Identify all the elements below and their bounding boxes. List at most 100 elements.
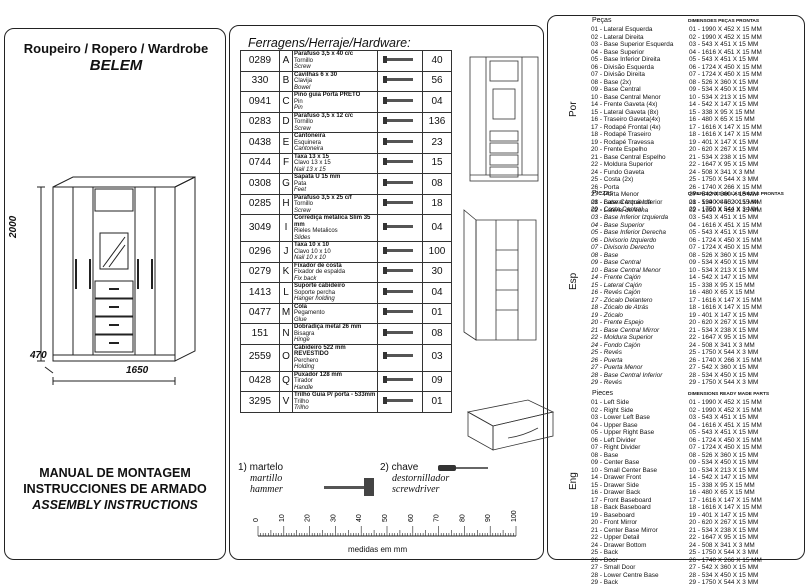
hardware-qty: 100 (422, 241, 452, 263)
ruler-tick-label: 90 (485, 514, 492, 522)
part-dimension: 25 - 1750 X 544 X 3 MM (689, 349, 759, 356)
hardware-letter: J (279, 241, 293, 263)
hardware-d3: Glue (294, 316, 307, 323)
glue-icon (377, 302, 423, 324)
part-name: 26 - Porta (591, 183, 620, 191)
hardware-d3: Cantoneira (294, 146, 324, 152)
hardware-d3: Nail 13 x 15 (294, 166, 326, 173)
part-name: 20 - Frente Espejo (591, 319, 644, 326)
part-dimension: 02 - 1990 X 452 X 15 MM (689, 406, 762, 414)
part-name: 17 - Zócalo Delantero (591, 296, 653, 304)
part-dimension: 21 - 534 X 238 X 15 MM (689, 153, 759, 161)
part-dimension: 09 - 534 X 450 X 15 MM (689, 86, 759, 93)
pin-icon (377, 91, 423, 113)
part-name: 29 - Costa Central (591, 206, 643, 213)
part-name: 06 - Divisão Esquerda (591, 63, 654, 71)
hammer-label: 1) martelo martillo hammer (238, 462, 283, 495)
hardware-letter: K (279, 261, 293, 283)
part-dimension: 06 - 1724 X 450 X 15 MM (689, 236, 762, 244)
hardware-code: 0438 (240, 132, 280, 154)
hardware-qty: 01 (422, 391, 452, 413)
part-dimension: 08 - 526 X 360 X 15 MM (689, 78, 759, 86)
width-dimension: 1650 (126, 365, 149, 376)
part-name: 05 - Base Inferior Direita (591, 56, 661, 63)
language-label: Por (568, 101, 579, 117)
hardware-d2: Pin (294, 98, 303, 105)
part-dimension: 15 - 338 X 95 X 15 MM (689, 281, 755, 289)
parts-row: 06 - Divisão Esquerda 06 - 1724 X 450 X 1… (591, 64, 799, 72)
part-name: 16 - Drawer Back (591, 489, 641, 496)
part-name: 04 - Upper Base (591, 421, 638, 429)
hardware-code: 0428 (240, 370, 280, 392)
hardware-d2: Tirador (294, 378, 313, 384)
ruler-tick-label: 100 (511, 510, 518, 522)
part-name: 03 - Base Inferior Izquierda (591, 214, 669, 221)
part-dimension: 29 - 1750 X 544 X 3 MM (689, 579, 759, 586)
hammer-label-en: hammer (250, 484, 283, 495)
hardware-d2: Perchero (294, 357, 319, 364)
part-dimension: 20 - 620 X 267 X 15 MM (689, 319, 759, 326)
parts-row: 20 - Frente Espejo 20 - 620 X 267 X 15 MM (591, 319, 799, 327)
part-name: 21 - Base Central Mirror (591, 326, 660, 334)
ruler-label: medidas em mm (348, 545, 408, 554)
part-dimension: 19 - 401 X 147 X 15 MM (689, 138, 759, 146)
part-name: 05 - Base Inferior Derecha (591, 229, 666, 236)
screwdriver-label-es: destornillador (392, 473, 450, 484)
hardware-d3: Screw (294, 207, 311, 214)
part-dimension: 06 - 1724 X 450 X 15 MM (689, 63, 762, 71)
part-dimension: 17 - 1616 X 147 X 15 MM (689, 296, 762, 304)
hardware-d3: Screw (294, 64, 311, 70)
part-dimension: 22 - 1647 X 95 X 15 MM (689, 534, 759, 541)
part-name: 28 - Base Central Inferior (591, 371, 663, 379)
part-dimension: 09 - 534 X 450 X 15 MM (689, 259, 759, 266)
hardware-d1: Parafuso 3,5 x 12 c/c (294, 112, 354, 119)
part-dimension: 25 - 1750 X 544 X 3 MM (689, 176, 759, 183)
handle-icon (377, 370, 423, 392)
part-name: 18 - Rodapé Traseiro (591, 131, 652, 138)
hardware-letter: N (279, 323, 293, 345)
part-name: 01 - Lateral Izquierda (591, 199, 652, 206)
part-dimension: 27 - 542 X 360 X 15 MM (689, 191, 759, 198)
hardware-qty: 08 (422, 323, 452, 345)
part-name: 06 - Left Divider (591, 436, 637, 444)
rail-icon (377, 391, 423, 413)
part-name: 24 - Fundo Gaveta (591, 168, 645, 176)
ruler-tick-label: 10 (279, 514, 286, 522)
part-dimension: 05 - 543 X 451 X 15 MM (689, 429, 759, 436)
part-name: 19 - Baseboard (591, 511, 635, 519)
hardware-qty: 23 (422, 132, 452, 154)
part-dimension: 02 - 1990 X 452 X 15 MM (689, 33, 762, 41)
part-name: 18 - Zócalo de Atrás (591, 304, 649, 311)
screw-icon (377, 50, 423, 72)
ruler-tick-label: 50 (382, 514, 389, 522)
part-dimension: 07 - 1724 X 450 X 15 MM (689, 444, 762, 451)
part-name: 17 - Front Baseboard (591, 496, 652, 504)
part-dimension: 04 - 1616 X 451 X 15 MM (689, 421, 762, 429)
part-name: 02 - Lateral derecha (591, 206, 649, 214)
part-name: 01 - Left Side (591, 399, 630, 406)
part-name: 14 - Frente Cajón (591, 274, 641, 281)
